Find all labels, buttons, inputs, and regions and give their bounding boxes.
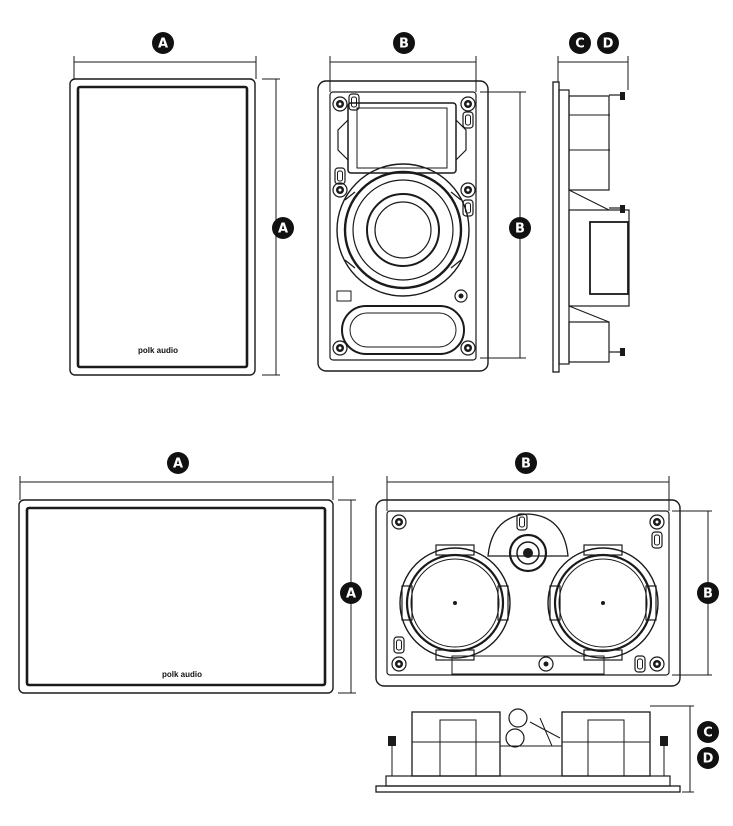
vertical-frame-width-dimension <box>329 56 477 92</box>
badge-a-bottom-width: A <box>167 452 189 474</box>
svg-text:A: A <box>278 222 288 237</box>
svg-text:A: A <box>346 587 356 602</box>
vertical-frame-front-view <box>317 80 489 372</box>
badge-d-bottom: D <box>697 747 719 769</box>
brand-logo-lcr: polk audio <box>162 670 202 679</box>
badge-b-top-height: B <box>509 217 531 239</box>
svg-text:D: D <box>603 37 614 52</box>
badge-a-top-height: A <box>272 217 294 239</box>
lcr-depth-dimension <box>650 705 694 793</box>
badge-b-bottom-height: B <box>697 582 719 604</box>
svg-text:B: B <box>515 222 525 237</box>
vertical-side-profile <box>552 81 630 373</box>
vertical-depth-dimension <box>557 56 629 90</box>
svg-text:B: B <box>399 37 409 52</box>
badge-a-bottom-height: A <box>340 582 362 604</box>
svg-text:D: D <box>703 752 714 767</box>
badge-b-top-width: B <box>393 32 415 54</box>
badge-c-top: C <box>569 32 591 54</box>
badge-b-bottom-width: B <box>515 452 537 474</box>
badge-d-top: D <box>597 32 619 54</box>
vertical-grille-width-dimension <box>73 56 257 79</box>
svg-text:A: A <box>158 37 168 52</box>
badge-c-bottom: C <box>697 721 719 743</box>
vertical-grille-front-view: polk audio <box>69 78 256 376</box>
brand-logo: polk audio <box>138 346 178 355</box>
badge-a-top-width: A <box>152 32 174 54</box>
svg-text:A: A <box>173 457 183 472</box>
svg-text:B: B <box>703 587 713 602</box>
svg-text:C: C <box>575 37 585 52</box>
lcr-grille-front-view: polk audio <box>18 499 334 694</box>
svg-text:B: B <box>521 457 531 472</box>
lcr-side-profile <box>375 708 681 793</box>
lcr-grille-width-dimension <box>19 476 334 500</box>
svg-text:C: C <box>703 726 713 741</box>
lcr-frame-front-view <box>375 499 681 687</box>
lcr-frame-width-dimension <box>386 476 670 511</box>
